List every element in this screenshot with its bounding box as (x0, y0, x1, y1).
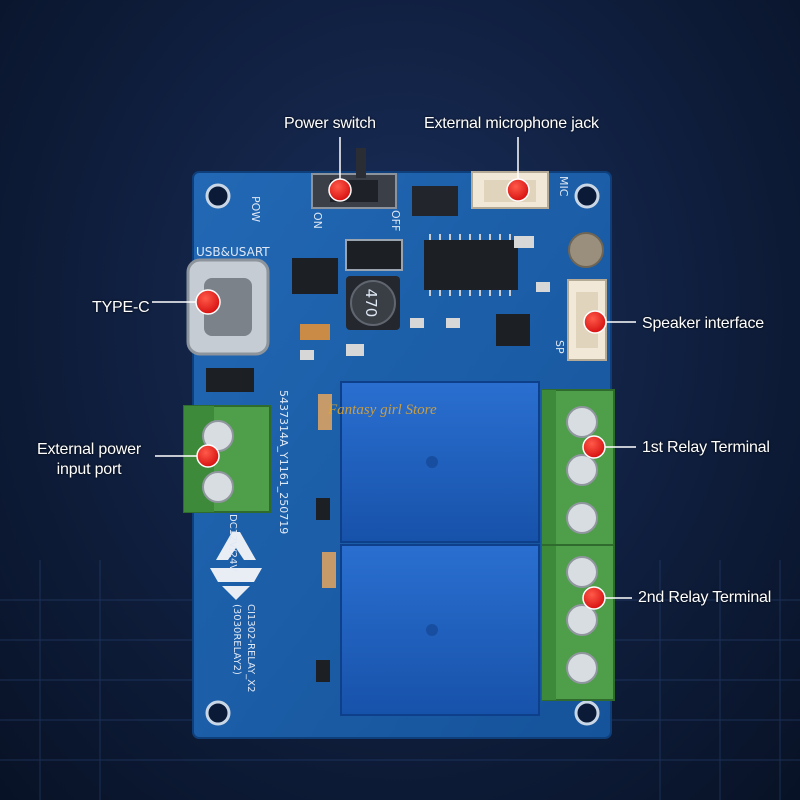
label-ext-power-line1: External power (37, 441, 141, 458)
silk-model-2: (3030RELAY2) (231, 604, 242, 675)
chip (424, 240, 518, 290)
chip (412, 186, 458, 216)
silk-code: 5437314A_Y1161_250719 (277, 390, 290, 534)
label-relay-1: 1st Relay Terminal (642, 439, 770, 456)
microphone (568, 232, 604, 268)
inductor-label: 470 (362, 289, 380, 318)
marker-relay-2 (582, 586, 606, 610)
relay-1 (340, 381, 540, 543)
chip (345, 239, 403, 271)
silk-off: OFF (389, 210, 402, 231)
silk-dc: DC12V/24V (227, 514, 238, 571)
chip (496, 314, 530, 346)
inductor (346, 276, 400, 330)
silk-pow: POW (249, 196, 262, 222)
silk-mic: MIC (557, 176, 570, 197)
label-ext-power: External power input port (26, 440, 152, 480)
power-switch (311, 148, 397, 209)
silk-usb: USB&USART (196, 245, 270, 259)
relay-2 (340, 544, 540, 716)
marker-speaker (583, 310, 607, 334)
mounting-holes (205, 183, 600, 726)
relay-terminals (541, 389, 615, 701)
marker-ext-power (196, 444, 220, 468)
label-mic-jack: External microphone jack (424, 115, 599, 132)
label-type-c: TYPE-C (92, 299, 150, 316)
brand-logo (210, 532, 262, 600)
passive-components (206, 236, 550, 682)
label-relay-2: 2nd Relay Terminal (638, 589, 772, 606)
callout-markers (195, 178, 607, 610)
marker-power-switch (328, 178, 352, 202)
silk-on: ON (311, 212, 324, 229)
silk-model: CI1302-RELAY_X2 (245, 604, 256, 692)
marker-type-c (195, 289, 221, 315)
silk-sp: SP (553, 340, 566, 354)
label-speaker: Speaker interface (642, 315, 765, 332)
label-ext-power-line2: input port (56, 461, 122, 478)
chip (292, 258, 338, 294)
store-watermark: Fantasy girl Store (327, 402, 437, 418)
label-power-switch: Power switch (284, 115, 376, 132)
marker-mic-jack (506, 178, 530, 202)
marker-relay-1 (582, 435, 606, 459)
